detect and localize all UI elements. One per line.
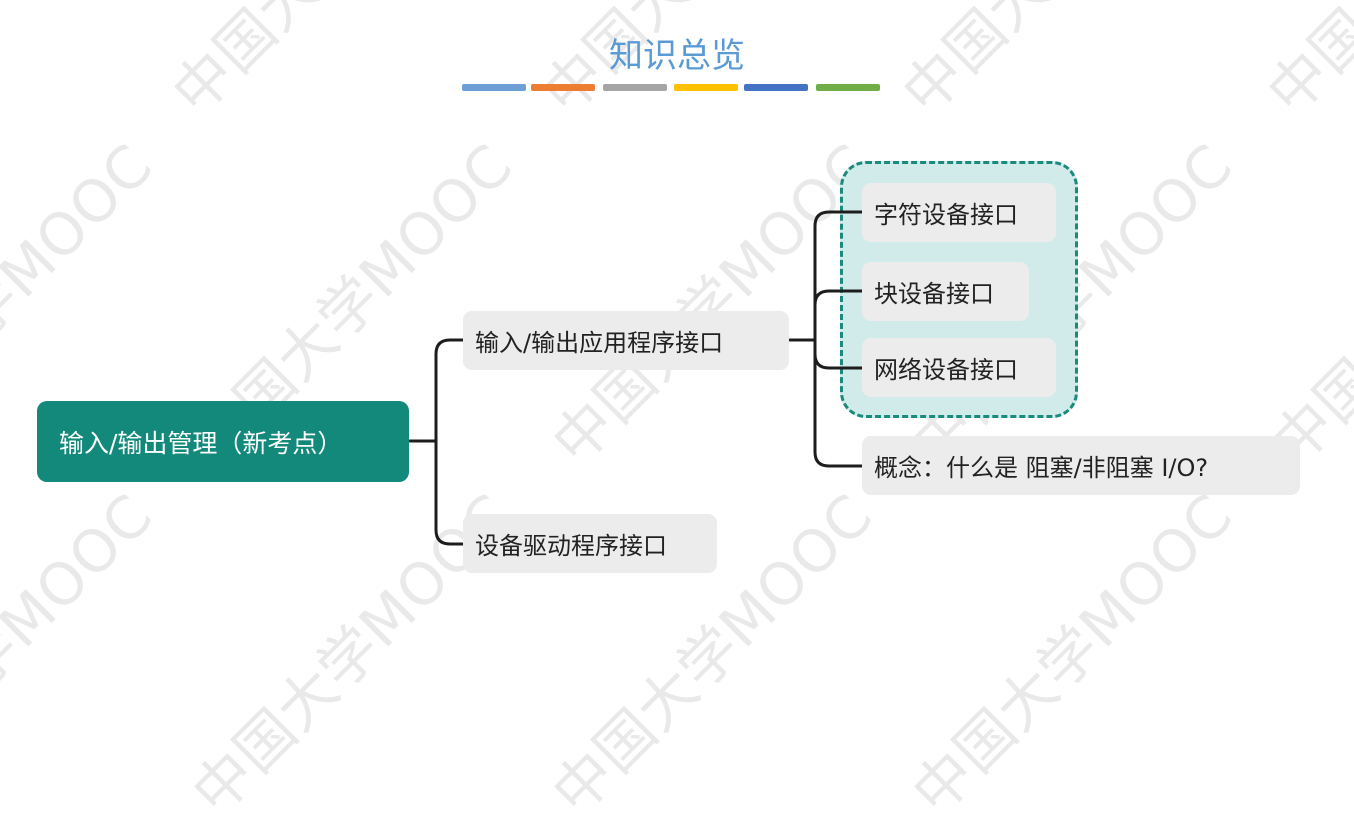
branch-connector-driver xyxy=(434,439,465,546)
child-node-blocking-concept: 概念：什么是 阻塞/非阻塞 I/O? xyxy=(862,436,1300,495)
child-connector-char xyxy=(813,210,864,342)
color-bar-6 xyxy=(816,84,880,91)
color-bar-4 xyxy=(674,84,738,91)
color-bar-3 xyxy=(603,84,667,91)
child-node-block-device: 块设备接口 xyxy=(862,262,1029,321)
child-connector-network xyxy=(813,338,864,370)
branch-node-driver-interface: 设备驱动程序接口 xyxy=(463,514,717,573)
branch-connector-app xyxy=(434,338,465,443)
child-node-char-device: 字符设备接口 xyxy=(862,183,1056,242)
page-title: 知识总览 xyxy=(609,36,745,76)
child-node-network-device: 网络设备接口 xyxy=(862,338,1056,397)
root-node: 输入/输出管理（新考点） xyxy=(37,401,409,482)
connector-lines xyxy=(408,210,864,546)
branch-node-app-interface: 输入/输出应用程序接口 xyxy=(463,311,789,370)
color-bar-2 xyxy=(531,84,595,91)
child-connector-block xyxy=(813,289,864,307)
child-connector-concept xyxy=(813,338,864,468)
color-bar-1 xyxy=(462,84,526,91)
color-bar-5 xyxy=(744,84,808,91)
